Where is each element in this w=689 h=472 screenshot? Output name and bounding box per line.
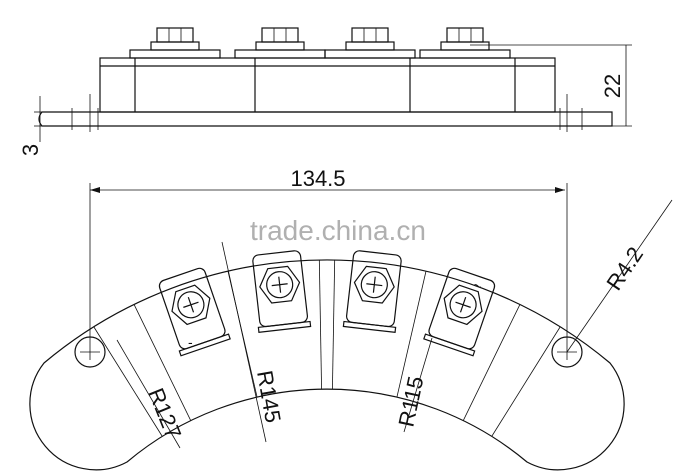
terminal-washer	[255, 41, 305, 51]
terminal-base	[419, 49, 511, 59]
watermark: trade.china.cn	[250, 215, 426, 246]
module-divider	[396, 271, 427, 398]
dimension-thickness: 3	[18, 144, 43, 156]
module-divider	[318, 260, 322, 390]
terminal-tab	[257, 320, 312, 334]
leader-r4	[566, 199, 673, 353]
side-terminal	[234, 27, 326, 59]
dimension-height: 22	[600, 74, 625, 98]
hex-nut-side	[261, 27, 299, 43]
phillips-cross-icon	[183, 297, 199, 313]
terminal-washer	[345, 41, 395, 51]
dimension-r145: R145	[252, 369, 286, 425]
module-divider	[133, 304, 192, 421]
side-terminal	[129, 27, 221, 59]
terminal-tab	[342, 320, 397, 334]
module-divider	[491, 326, 561, 437]
terminal-base	[129, 49, 221, 59]
dimension-spacing: 134.5	[290, 166, 345, 191]
terminal-screw	[423, 267, 496, 357]
screw-head	[177, 291, 205, 319]
dimension-r4: R4.2	[601, 242, 648, 295]
mounting-hole-right	[551, 336, 583, 368]
phillips-cross-icon	[455, 297, 471, 313]
ac-symbol: ~	[471, 277, 485, 295]
terminal-screw	[342, 250, 402, 334]
mounting-hole-left	[74, 336, 106, 368]
hex-nut-icon	[259, 265, 301, 304]
leader-r145	[221, 241, 267, 443]
phillips-cross-icon	[271, 276, 288, 293]
dimension-r127: R127	[143, 385, 186, 443]
terminal-washer	[150, 41, 200, 51]
leader-r127	[116, 339, 181, 449]
plan-view: 134.5 trade.china.cn - ~ R127 R145 R115 …	[29, 166, 673, 471]
dimension-r115: R115	[393, 374, 428, 429]
terminal-base	[324, 49, 416, 59]
module-divider	[332, 260, 336, 390]
hex-nut-side	[351, 27, 389, 43]
terminal-screw	[158, 267, 231, 357]
terminal-base	[234, 49, 326, 59]
hex-nut-icon	[171, 284, 211, 326]
side-terminal	[419, 27, 511, 59]
base-plate	[38, 111, 613, 127]
hex-nut-icon	[443, 284, 483, 326]
screw-head	[360, 271, 388, 299]
screw-head	[266, 271, 294, 299]
negative-symbol: -	[188, 334, 193, 350]
side-view: 22 3	[18, 27, 632, 156]
module-divider	[462, 304, 521, 421]
terminal-tab	[423, 333, 476, 357]
terminal-tab	[178, 333, 231, 357]
terminal-screw	[252, 250, 312, 334]
screw-head	[449, 291, 477, 319]
terminal-washer	[440, 41, 490, 51]
hex-nut-icon	[353, 265, 395, 304]
side-terminal	[324, 27, 416, 59]
hex-nut-side	[156, 27, 194, 43]
arc-plate-outline	[29, 259, 625, 471]
hex-nut-side	[446, 27, 484, 43]
phillips-cross-icon	[366, 276, 383, 293]
leader-r115	[403, 337, 433, 433]
module-divider	[93, 326, 163, 437]
